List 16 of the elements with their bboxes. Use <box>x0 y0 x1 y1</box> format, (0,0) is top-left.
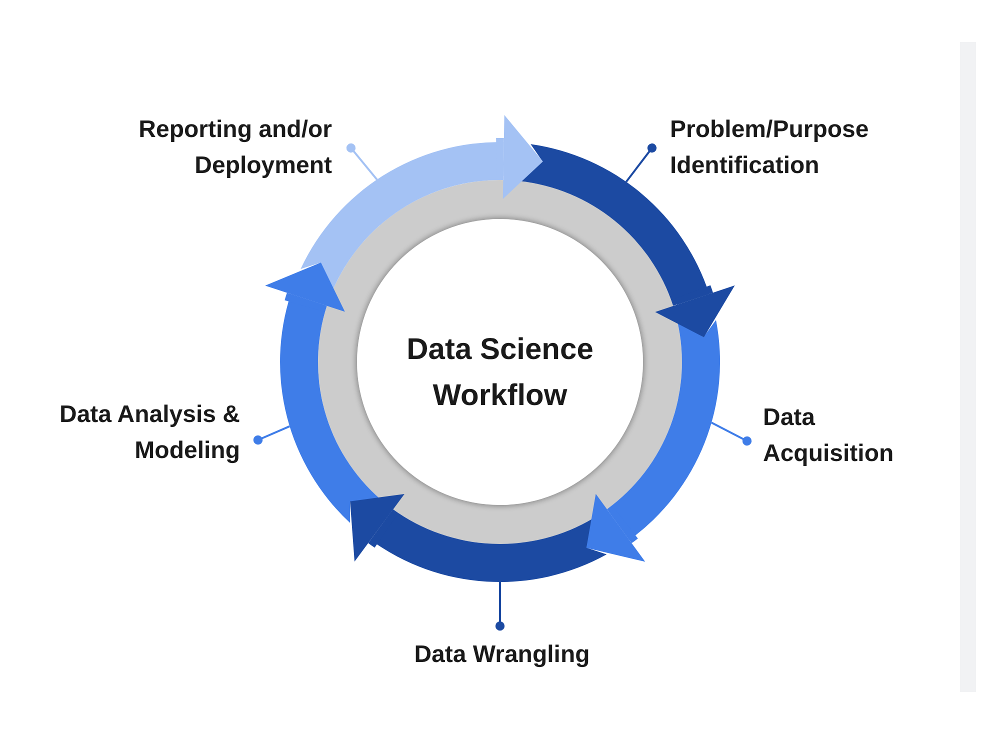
flow-arrowhead <box>496 115 543 199</box>
center-title: Data Science Workflow <box>406 332 594 414</box>
flow-arrowhead <box>350 494 404 562</box>
leader-line <box>625 143 657 182</box>
flow-arrowhead <box>586 494 646 562</box>
leader-line <box>711 422 752 446</box>
stage-label: Data Acquisition <box>753 400 913 472</box>
leader-line <box>346 143 378 180</box>
stage-label: Problem/Purpose Identification <box>660 112 900 184</box>
stage-label: Data Wrangling <box>390 632 614 673</box>
stage-label: Reporting and/or Deployment <box>102 112 342 184</box>
flow-arrowhead <box>655 285 735 338</box>
leader-line <box>253 425 290 445</box>
stage-label: Data Analysis & Modeling <box>28 397 250 469</box>
flow-arrowhead <box>265 262 345 312</box>
leader-line <box>495 582 505 631</box>
